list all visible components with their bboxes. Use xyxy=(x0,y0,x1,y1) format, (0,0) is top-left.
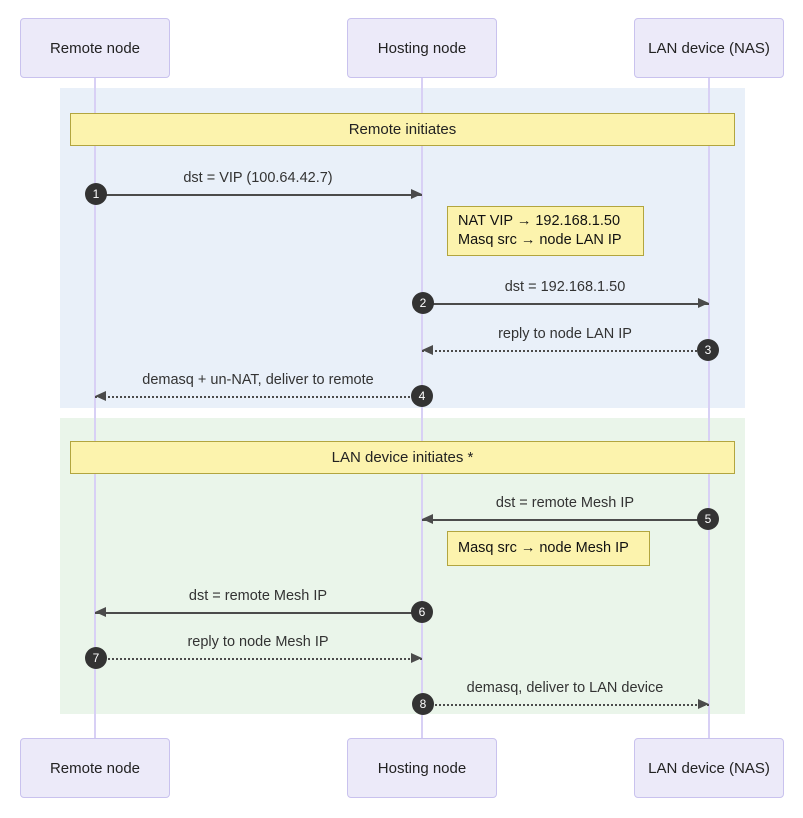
note-line-1: Masq src → node Mesh IP xyxy=(458,539,629,556)
participant-label: Remote node xyxy=(49,39,141,57)
message-4-label: demasq + un-NAT, deliver to remote xyxy=(142,372,374,388)
arrowhead-left-icon xyxy=(422,514,433,524)
sequence-number-4: 4 xyxy=(411,385,433,407)
sequence-number-8: 8 xyxy=(412,693,434,715)
participant-label: LAN device (NAS) xyxy=(648,39,770,57)
message-5-line xyxy=(422,519,709,521)
section-title-lan-device-initiates: LAN device initiates * xyxy=(70,441,735,474)
participant-label: LAN device (NAS) xyxy=(648,759,770,777)
arrowhead-left-icon xyxy=(95,391,106,401)
sequence-number-label: 4 xyxy=(418,389,426,403)
note-line-1: NAT VIP → 192.168.1.50 xyxy=(458,212,621,229)
note-nat-masq: NAT VIP → 192.168.1.50 Masq src → node L… xyxy=(447,206,644,256)
participant-remote-node-top[interactable]: Remote node xyxy=(20,18,170,78)
message-6-label: dst = remote Mesh IP xyxy=(188,588,328,604)
sequence-number-label: 5 xyxy=(704,512,712,526)
message-1-label: dst = VIP (100.64.42.7) xyxy=(183,170,333,186)
participant-remote-node-bottom[interactable]: Remote node xyxy=(20,738,170,798)
note-line-2: Masq src → node LAN IP xyxy=(458,232,622,248)
lifeline-lan xyxy=(708,78,710,738)
lifeline-remote xyxy=(94,78,96,738)
arrowhead-right-icon xyxy=(698,298,709,308)
message-2-label: dst = 192.168.1.50 xyxy=(504,279,626,295)
section-title-label: LAN device initiates * xyxy=(331,449,474,466)
participant-label: Hosting node xyxy=(377,759,467,777)
section-title-label: Remote initiates xyxy=(348,121,457,138)
sequence-number-2: 2 xyxy=(412,292,434,314)
participant-label: Remote node xyxy=(49,759,141,777)
sequence-number-6: 6 xyxy=(411,601,433,623)
message-1-line xyxy=(95,194,422,196)
sequence-number-label: 2 xyxy=(419,296,427,310)
arrowhead-right-icon xyxy=(411,189,422,199)
participant-lan-device-bottom[interactable]: LAN device (NAS) xyxy=(634,738,784,798)
sequence-number-label: 1 xyxy=(92,187,100,201)
sequence-number-1: 1 xyxy=(85,183,107,205)
section-title-remote-initiates: Remote initiates xyxy=(70,113,735,146)
message-3-label: reply to node LAN IP xyxy=(498,326,632,342)
arrowhead-left-icon xyxy=(422,345,433,355)
arrowhead-left-icon xyxy=(95,607,106,617)
sequence-number-7: 7 xyxy=(85,647,107,669)
message-8-line xyxy=(422,704,709,706)
lifeline-hosting xyxy=(421,78,423,738)
participant-hosting-node-top[interactable]: Hosting node xyxy=(347,18,497,78)
sequence-number-3: 3 xyxy=(697,339,719,361)
participant-hosting-node-bottom[interactable]: Hosting node xyxy=(347,738,497,798)
participant-lan-device-top[interactable]: LAN device (NAS) xyxy=(634,18,784,78)
sequence-number-label: 3 xyxy=(704,343,712,357)
message-5-label: dst = remote Mesh IP xyxy=(495,495,635,511)
note-masq-mesh: Masq src → node Mesh IP xyxy=(447,531,650,566)
message-6-line xyxy=(95,612,422,614)
message-7-line xyxy=(95,658,422,660)
message-3-line xyxy=(422,350,709,352)
sequence-number-label: 6 xyxy=(418,605,426,619)
message-2-line xyxy=(422,303,709,305)
participant-label: Hosting node xyxy=(377,39,467,57)
arrowhead-right-icon xyxy=(411,653,422,663)
arrowhead-right-icon xyxy=(698,699,709,709)
sequence-number-label: 7 xyxy=(92,651,100,665)
message-4-line xyxy=(95,396,422,398)
message-8-label: demasq, deliver to LAN device xyxy=(466,680,664,696)
message-7-label: reply to node Mesh IP xyxy=(187,634,329,650)
sequence-number-label: 8 xyxy=(419,697,427,711)
sequence-number-5: 5 xyxy=(697,508,719,530)
